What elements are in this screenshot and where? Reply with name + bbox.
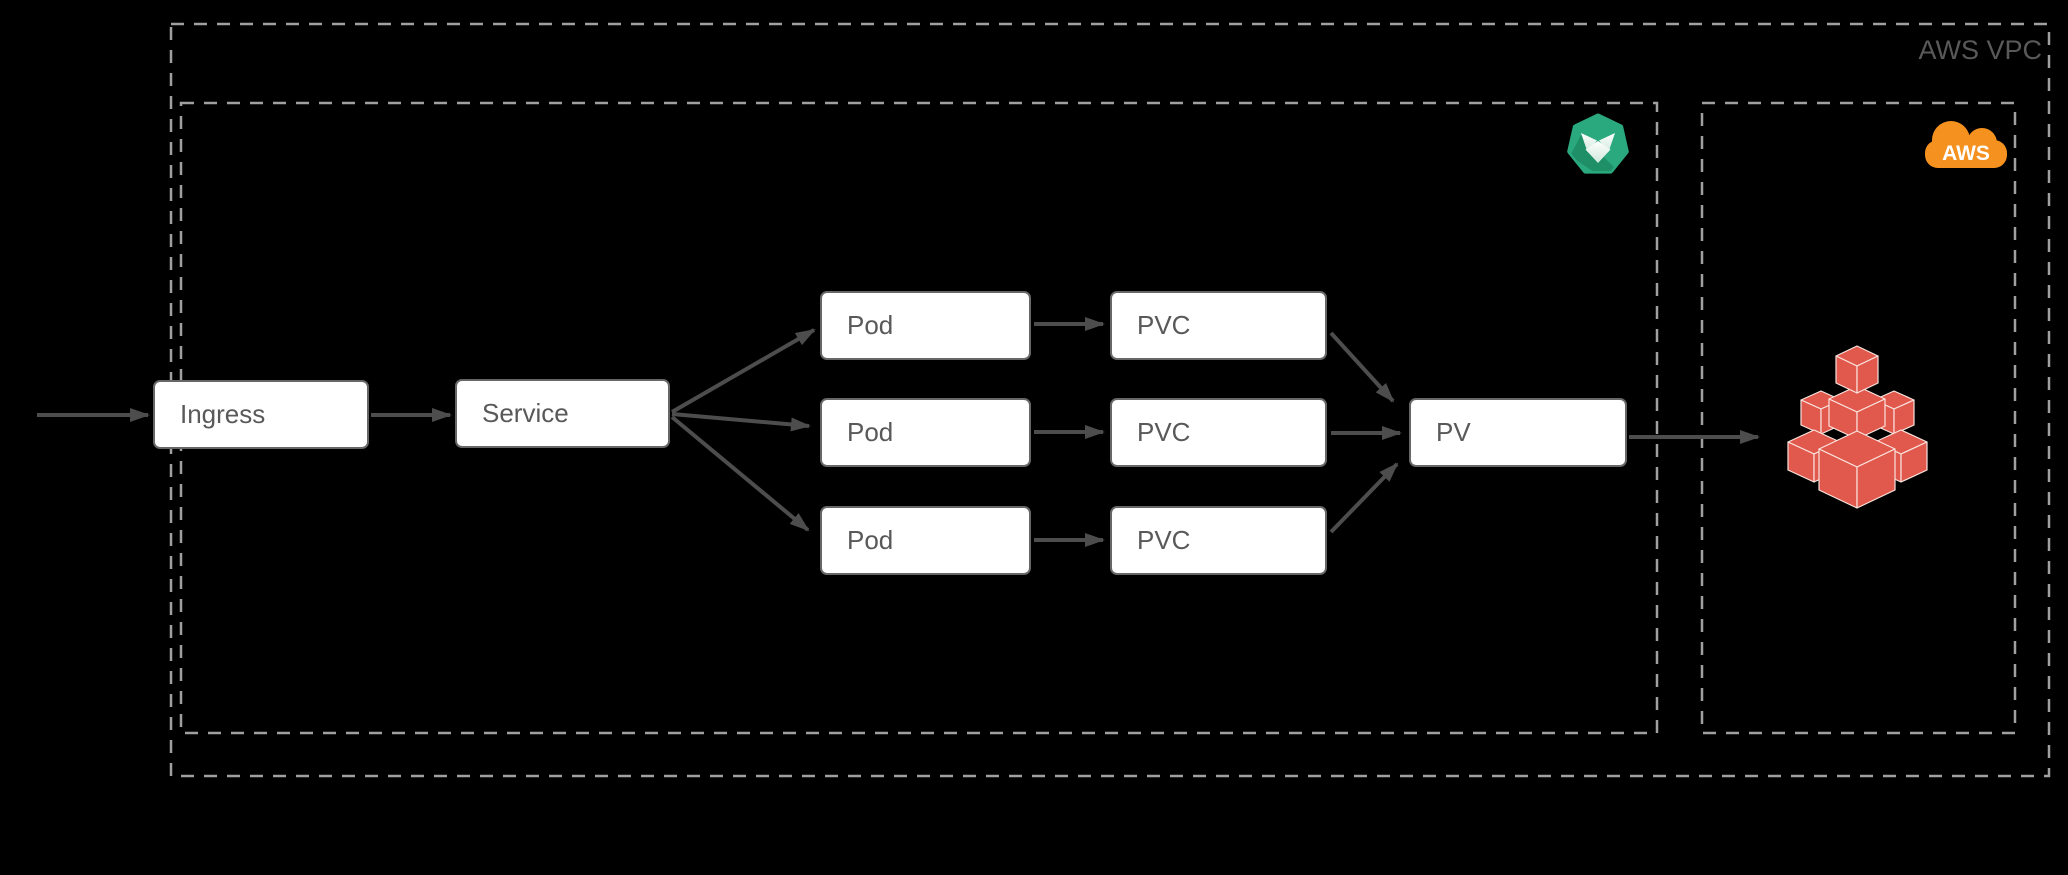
node-pod-2: Pod [820,398,1031,467]
aws-services-container [1700,101,2017,735]
node-pod-1: Pod [820,291,1031,360]
node-pvc-1: PVC [1110,291,1327,360]
kubernetes-icon [1567,113,1629,174]
node-pod-3: Pod [820,506,1031,575]
aws-cubes-storage-icon [1787,345,1928,509]
aws-vpc-label: AWS VPC [1918,35,2042,65]
node-pv: PV [1409,398,1627,467]
node-pvc-2: PVC [1110,398,1327,467]
node-service: Service [455,379,670,448]
node-ingress: Ingress [153,380,369,449]
aws-cloud-text: AWS [1942,142,1990,165]
node-pvc-3: PVC [1110,506,1327,575]
aws-cloud-icon: AWS [1925,121,2007,168]
